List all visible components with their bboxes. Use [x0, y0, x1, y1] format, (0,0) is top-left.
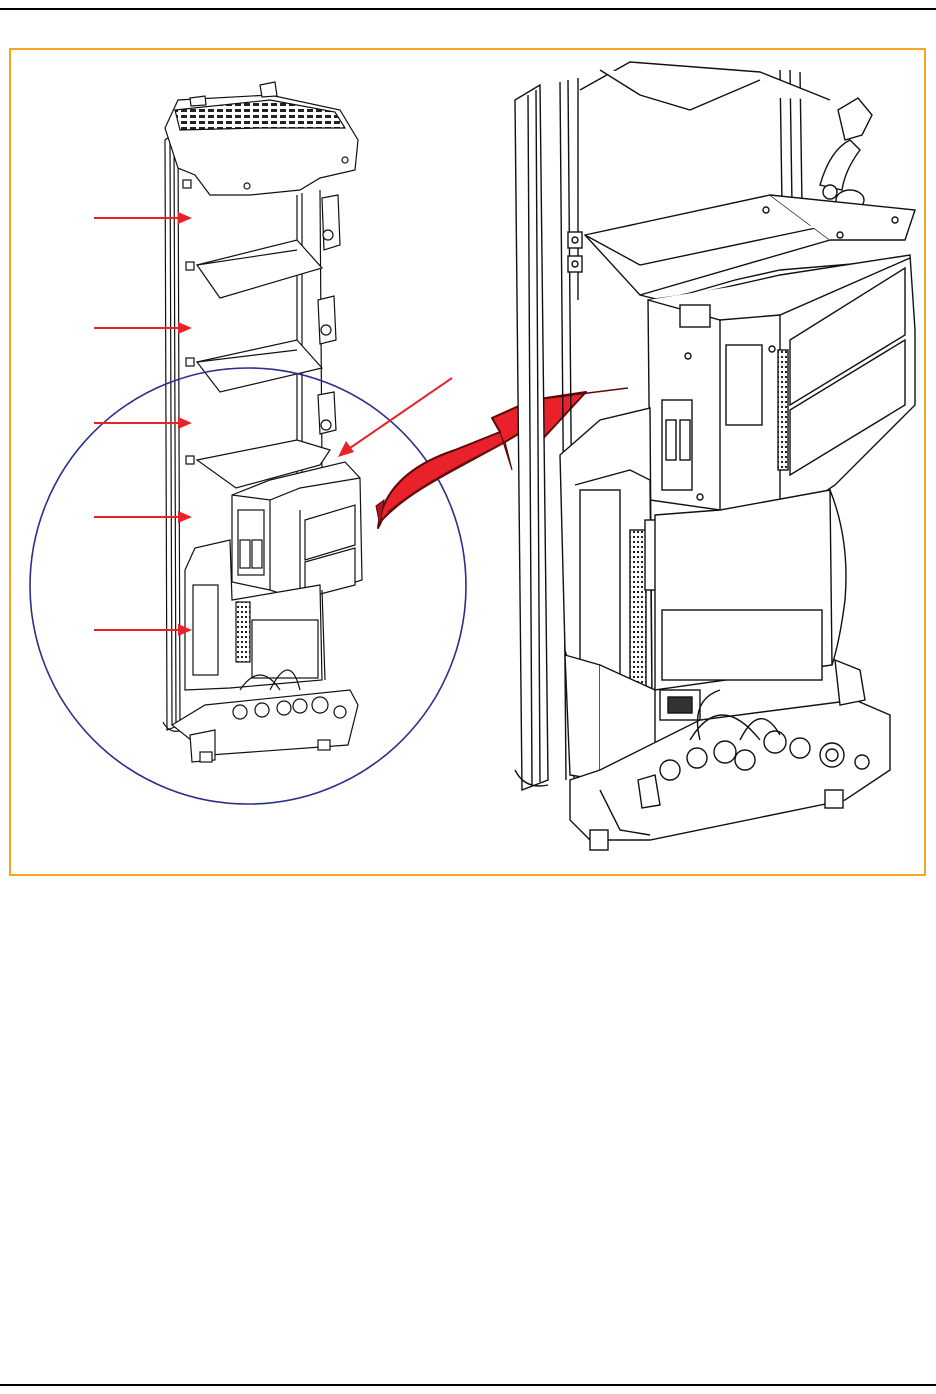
shelf-1 [197, 240, 322, 298]
cabinet-detail [515, 62, 915, 850]
detail-radio-module [648, 255, 915, 522]
detail-cable-bracket [820, 98, 872, 210]
footer-rule [0, 1384, 936, 1386]
cabinet-overview [163, 82, 362, 762]
callout-arrow-icon [338, 378, 452, 457]
shelf-2 [197, 340, 322, 392]
top-cover [165, 82, 358, 195]
right-rail [297, 190, 322, 480]
detail-canopy [580, 62, 830, 110]
cable-clamps [318, 195, 340, 434]
